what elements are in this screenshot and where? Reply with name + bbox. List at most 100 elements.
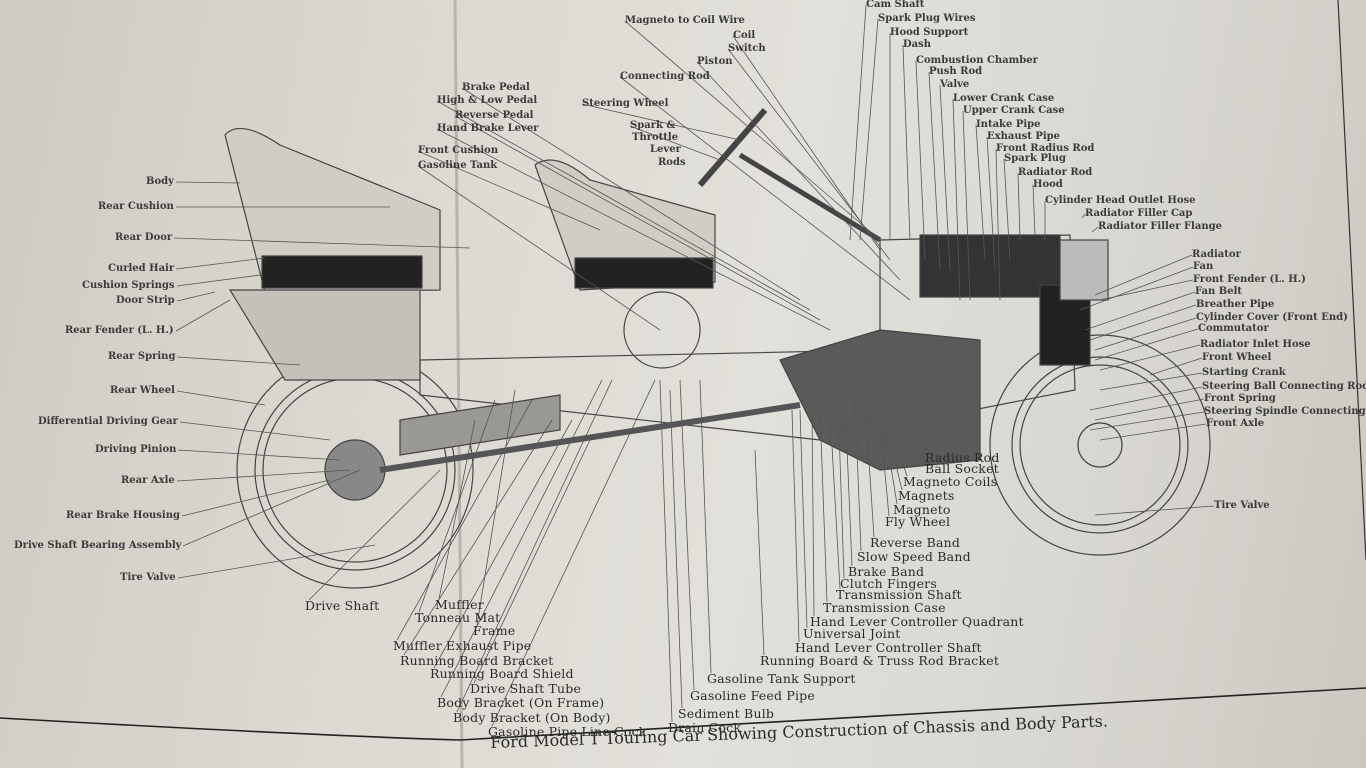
leader-line bbox=[859, 18, 879, 241]
leader-line bbox=[1094, 398, 1205, 421]
leader-line bbox=[699, 379, 712, 674]
part-label: Driving Pinion bbox=[95, 444, 177, 455]
caption-rule bbox=[0, 687, 1366, 741]
part-label: Running Board Shield bbox=[430, 666, 574, 681]
part-label: Lever bbox=[650, 144, 681, 155]
part-label: High & Low Pedal bbox=[437, 95, 538, 106]
leader-line bbox=[436, 100, 811, 311]
part-label: Lower Crank Case bbox=[953, 93, 1055, 104]
part-label: Commutator bbox=[1198, 323, 1269, 334]
part-label: Front Cushion bbox=[418, 145, 499, 156]
leader-line bbox=[1094, 328, 1199, 361]
hood-cutaway bbox=[919, 234, 1061, 298]
leader-line bbox=[581, 103, 741, 141]
leader-line bbox=[176, 390, 266, 406]
leader-line bbox=[669, 389, 683, 709]
part-label: Magneto Coils bbox=[903, 474, 998, 489]
part-label: Rear Axle bbox=[121, 475, 175, 486]
leader-line bbox=[1091, 226, 1099, 233]
part-label: Drive Shaft bbox=[305, 598, 380, 613]
part-label: Steering Spindle Connecting Rod bbox=[1204, 406, 1366, 417]
part-label: Gasoline Feed Pipe bbox=[690, 688, 815, 703]
part-label: Radiator bbox=[1192, 249, 1241, 260]
leader-line bbox=[939, 84, 951, 271]
leader-line bbox=[417, 150, 601, 231]
leader-line bbox=[176, 356, 301, 366]
leader-line bbox=[476, 389, 516, 626]
part-label: Rear Door bbox=[115, 232, 173, 243]
leader-line bbox=[403, 419, 553, 656]
leader-line bbox=[433, 419, 573, 669]
leader-line bbox=[418, 399, 496, 613]
part-label: Clutch Fingers bbox=[840, 576, 937, 591]
steering-column bbox=[738, 152, 882, 243]
part-label: Radius Rod bbox=[925, 450, 1000, 465]
rear-wheel bbox=[236, 351, 474, 589]
part-label: Magneto to Coil Wire bbox=[625, 15, 745, 26]
leader-line bbox=[975, 124, 986, 261]
leader-line bbox=[1099, 372, 1203, 391]
leader-line bbox=[952, 98, 961, 301]
part-label: Gasoline Tank bbox=[418, 160, 498, 171]
part-label: Spark Plug bbox=[1004, 153, 1066, 164]
part-label: Front Fender (L. H.) bbox=[1193, 274, 1306, 285]
part-label: Ball Socket bbox=[925, 461, 999, 476]
leader-line bbox=[1017, 172, 1021, 241]
leader-line bbox=[1099, 279, 1194, 301]
leader-line bbox=[491, 379, 656, 727]
part-label: Rear Spring bbox=[108, 351, 176, 362]
part-label: Drive Shaft Bearing Assembly bbox=[14, 540, 182, 551]
part-label: Reverse Band bbox=[870, 535, 961, 550]
steering-wheel bbox=[697, 108, 768, 187]
part-label: Slow Speed Band bbox=[857, 549, 971, 564]
part-label: Hood Support bbox=[890, 27, 969, 38]
leader-line bbox=[727, 48, 891, 261]
leader-line bbox=[438, 419, 476, 600]
part-label: Body bbox=[146, 176, 174, 187]
part-label: Gasoline Pipe Line Cock bbox=[488, 724, 647, 739]
part-label: Radiator Filler Cap bbox=[1085, 208, 1193, 219]
part-label: Drain Cock bbox=[668, 720, 742, 735]
leader-line bbox=[799, 409, 808, 629]
leader-line bbox=[1149, 357, 1203, 376]
part-label: Coil bbox=[733, 30, 756, 41]
leader-line bbox=[904, 429, 930, 453]
leader-line bbox=[173, 237, 471, 249]
leader-line bbox=[1081, 213, 1086, 219]
leader-line bbox=[732, 35, 881, 251]
leader-line bbox=[624, 20, 881, 241]
page-border bbox=[1337, 0, 1366, 561]
part-label: Piston bbox=[697, 56, 733, 67]
leader-line bbox=[461, 87, 801, 301]
leader-line bbox=[864, 399, 875, 538]
radiator-shell bbox=[1059, 239, 1109, 301]
leader-line bbox=[844, 399, 853, 567]
leader-line bbox=[181, 479, 331, 517]
part-label: Cylinder Head Outlet Hose bbox=[1045, 195, 1196, 206]
leader-line bbox=[176, 274, 261, 287]
leader-line bbox=[454, 115, 821, 321]
part-label: Hand Lever Controller Quadrant bbox=[810, 614, 1024, 629]
leader-line bbox=[659, 379, 673, 723]
leader-line bbox=[754, 449, 765, 656]
gasoline-tank bbox=[623, 291, 701, 369]
leader-line bbox=[679, 379, 695, 691]
leader-line bbox=[791, 409, 800, 643]
part-label: Brake Band bbox=[848, 564, 925, 579]
part-label: Reverse Pedal bbox=[455, 110, 534, 121]
part-label: Muffler bbox=[435, 597, 484, 612]
part-label: Starting Crank bbox=[1202, 367, 1286, 378]
front-wheel bbox=[989, 334, 1211, 556]
part-label: Fan bbox=[1193, 261, 1214, 272]
part-label: Push Rod bbox=[929, 66, 983, 77]
rear-seat bbox=[224, 127, 441, 293]
part-label: Running Board & Truss Rod Bracket bbox=[760, 653, 1000, 668]
part-label: Switch bbox=[728, 43, 766, 54]
part-label: Fly Wheel bbox=[885, 514, 951, 529]
part-label: Radiator Filler Flange bbox=[1098, 221, 1222, 232]
part-label: Dash bbox=[903, 39, 932, 50]
part-label: Tonneau Mat bbox=[415, 610, 501, 625]
leader-line bbox=[176, 469, 351, 482]
part-label: Fan Belt bbox=[1195, 286, 1243, 297]
part-label: Rear Wheel bbox=[110, 385, 175, 396]
